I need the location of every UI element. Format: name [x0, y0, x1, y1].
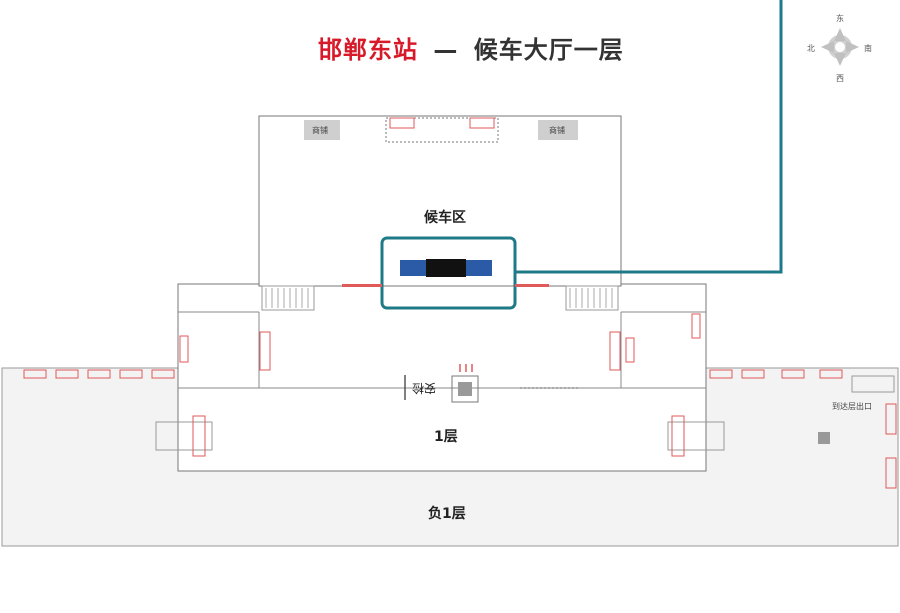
- level-1-label: 1层: [434, 429, 458, 445]
- callout-line: [515, 0, 783, 274]
- entrance-marker-left: [389, 117, 415, 129]
- basement-pillar: [818, 432, 830, 444]
- seating-block-center: [426, 259, 466, 277]
- security-device: [451, 375, 479, 403]
- compass-south-label: 西: [836, 74, 844, 83]
- seating-block-right: [466, 260, 492, 276]
- stairs-left: [261, 285, 315, 311]
- compass-east-label: 东: [836, 14, 844, 23]
- shop-left-label: 商铺: [312, 126, 328, 135]
- compass-west-label: 南: [864, 44, 872, 53]
- entrance-marker-right: [469, 117, 495, 129]
- waiting-hall: [258, 115, 622, 287]
- shop-left: [304, 120, 340, 140]
- waiting-area-label: 候车区: [424, 210, 466, 226]
- floor-name: 候车大厅一层: [473, 36, 624, 64]
- shop-right: [538, 120, 578, 140]
- station-name: 邯郸东站: [318, 36, 418, 64]
- compass-icon: [821, 28, 859, 66]
- map-title: 邯郸东站 — 候车大厅一层: [318, 30, 624, 65]
- compass-north-label: 北: [807, 44, 815, 53]
- exit-sign: 到达层出口: [832, 402, 872, 411]
- stairs-right: [565, 285, 619, 311]
- security-check-label: 安检: [412, 381, 437, 395]
- escalator-left: [155, 421, 213, 451]
- escalator-right: [667, 421, 725, 451]
- level-1-hall: [177, 283, 707, 472]
- title-separator: —: [433, 36, 459, 64]
- seating-block-left: [400, 260, 426, 276]
- basement-1-label: 负1层: [428, 506, 466, 522]
- shop-right-label: 商铺: [549, 126, 565, 135]
